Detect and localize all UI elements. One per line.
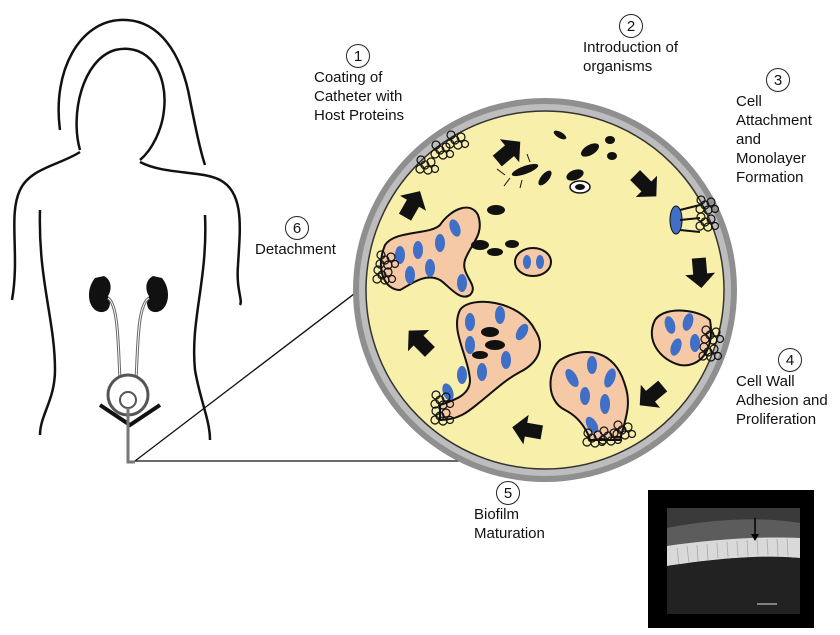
step-label: Coating of Catheter with Host Proteins bbox=[314, 68, 404, 125]
step-label: Cell Attachment and Monolayer Formation bbox=[736, 92, 812, 187]
step-3: 3 Cell Attachment and Monolayer Formatio… bbox=[736, 68, 812, 187]
sem-image bbox=[667, 508, 800, 614]
catheter-cross-section bbox=[353, 98, 737, 482]
step-number: 2 bbox=[619, 14, 643, 38]
step-label: Cell Wall Adhesion and Proliferation bbox=[736, 372, 828, 429]
sem-micrograph bbox=[648, 490, 814, 628]
step-label: Introduction of organisms bbox=[583, 38, 678, 76]
bladder bbox=[100, 375, 160, 425]
kidneys bbox=[89, 276, 168, 312]
step-2: 2 Introduction of organisms bbox=[583, 14, 678, 76]
step-label: Detachment bbox=[255, 240, 336, 259]
step-6: 6 Detachment bbox=[255, 216, 336, 259]
step-number: 1 bbox=[346, 44, 370, 68]
step-label: Biofilm Maturation bbox=[474, 505, 545, 543]
step-1: 1 Coating of Catheter with Host Proteins bbox=[314, 44, 404, 125]
step-number: 5 bbox=[496, 481, 520, 505]
step-5: 5 Biofilm Maturation bbox=[474, 481, 545, 543]
step-4: 4 Cell Wall Adhesion and Proliferation bbox=[736, 348, 828, 429]
step-number: 4 bbox=[778, 348, 802, 372]
step-number: 6 bbox=[285, 216, 309, 240]
step-number: 3 bbox=[766, 68, 790, 92]
